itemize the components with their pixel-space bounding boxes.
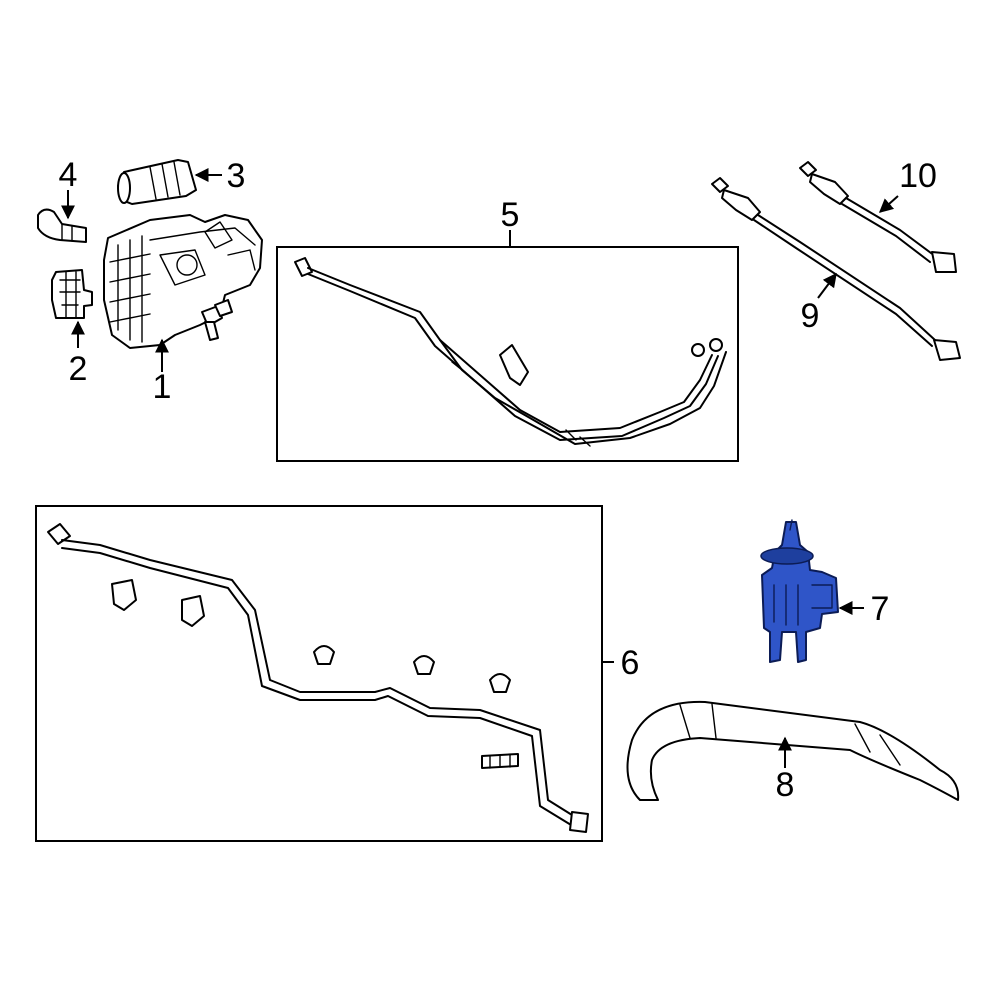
part-6-tube-assembly[interactable] — [47, 523, 589, 833]
callout-8: 8 — [776, 766, 795, 804]
leader-9 — [817, 272, 837, 299]
callout-9: 9 — [801, 297, 820, 335]
part-6-box — [35, 505, 603, 842]
callout-6: 6 — [621, 644, 640, 682]
leader-10 — [878, 195, 899, 213]
callout-7: 7 — [871, 590, 890, 628]
part-2-bracket[interactable] — [51, 269, 93, 319]
callout-5: 5 — [501, 196, 520, 234]
part-5-box — [276, 246, 739, 462]
callout-2: 2 — [69, 350, 88, 388]
callout-4: 4 — [59, 156, 78, 194]
callout-1: 1 — [153, 368, 172, 406]
part-4-elbow-hose[interactable] — [37, 208, 87, 243]
part-3-filter[interactable] — [117, 159, 197, 205]
part-9-cable[interactable] — [711, 177, 961, 361]
part-7-purge-valve[interactable] — [760, 519, 839, 663]
part-5-tube-assembly[interactable] — [294, 257, 727, 447]
part-1-vapor-canister[interactable] — [103, 214, 263, 349]
part-8-hose[interactable] — [626, 700, 960, 801]
callout-10: 10 — [899, 157, 937, 195]
callout-3: 3 — [227, 157, 246, 195]
part-10-cable[interactable] — [799, 161, 957, 273]
